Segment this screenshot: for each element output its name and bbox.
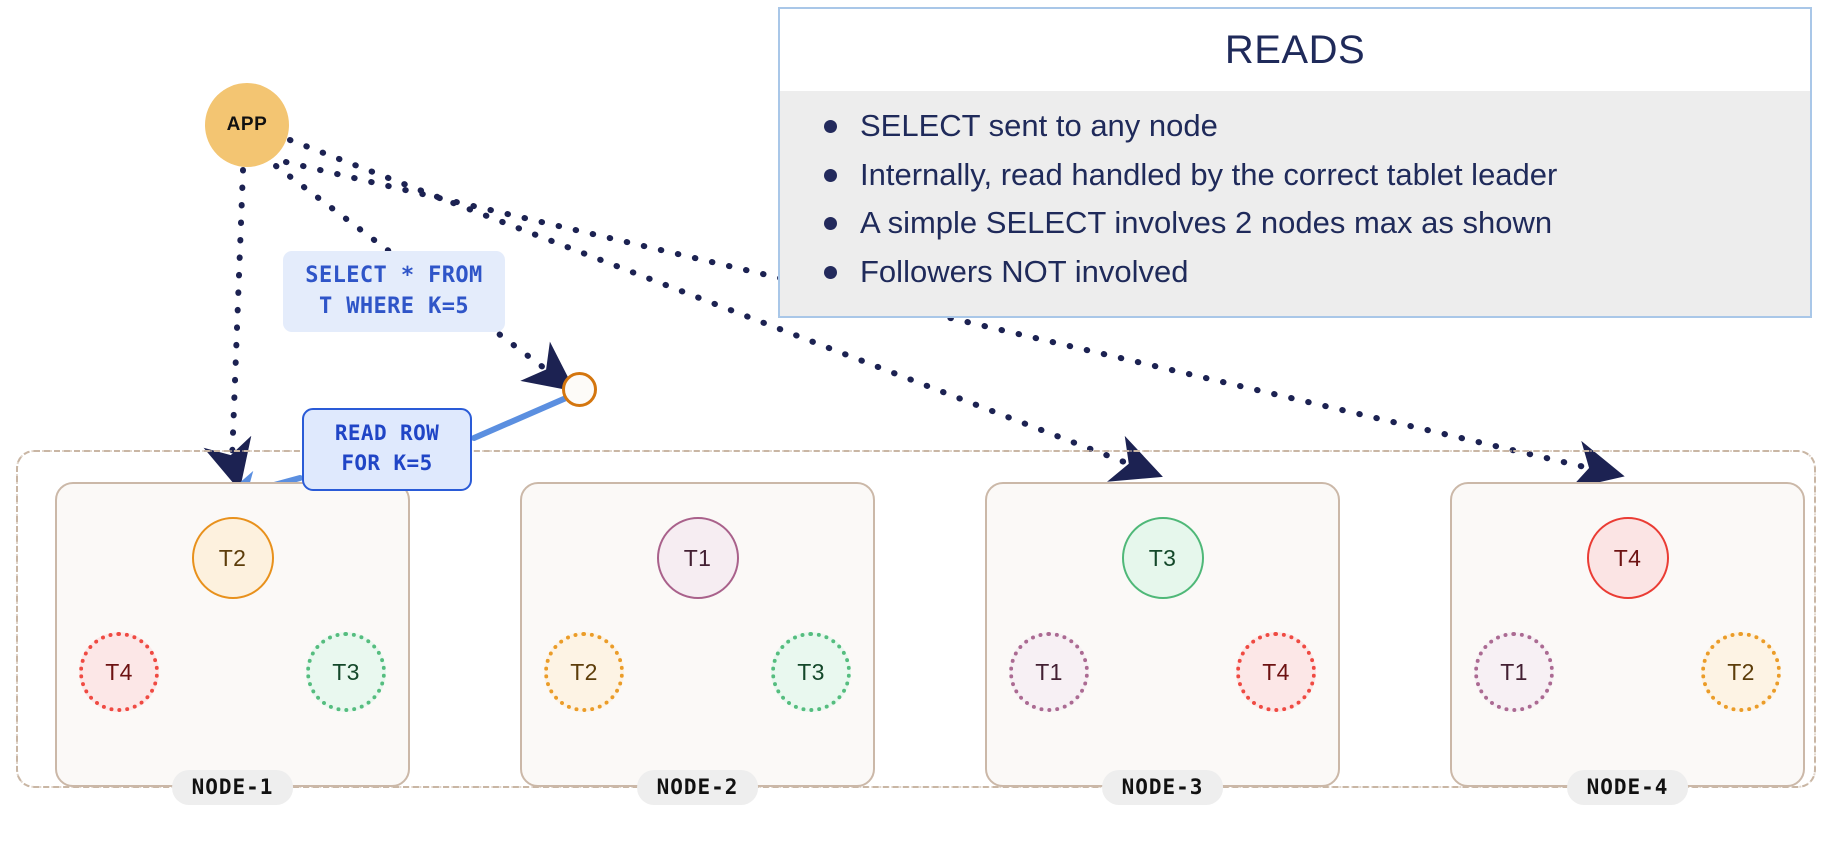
wire-app-to-node1 xyxy=(203,167,252,491)
tablet-label: T2 xyxy=(570,658,598,685)
tablet-leader-node1[interactable]: T2 xyxy=(191,517,274,599)
info-bullet-item: Followers NOT involved xyxy=(802,251,1810,293)
sql-query-line-1: SELECT * FROM xyxy=(305,263,483,288)
tablet-leader-node4[interactable]: T4 xyxy=(1586,517,1669,599)
node-box-3[interactable]: T3 T1 T4 NODE-3 xyxy=(985,482,1340,805)
read-row-line-2: FOR K=5 xyxy=(341,450,433,475)
node-name-badge-1: NODE-1 xyxy=(171,770,294,805)
info-bullet-text: Followers NOT involved xyxy=(860,253,1189,289)
tablet-label: T3 xyxy=(1148,544,1177,571)
tablet-leader-node2[interactable]: T1 xyxy=(656,517,739,599)
tablet-follower-node3-right[interactable]: T4 xyxy=(1236,632,1316,712)
reads-info-panel: READS SELECT sent to any node Internally… xyxy=(778,7,1812,318)
tablet-label: T1 xyxy=(1035,658,1063,685)
tablet-label: T3 xyxy=(797,658,825,685)
tablet-label: T2 xyxy=(218,544,247,571)
tablet-follower-node3-left[interactable]: T1 xyxy=(1009,632,1089,712)
bullet-dot-icon xyxy=(824,217,837,231)
read-row-label: READ ROW FOR K=5 xyxy=(302,408,472,491)
tablet-leader-node3[interactable]: T3 xyxy=(1121,517,1204,599)
tablet-label: T1 xyxy=(683,544,712,571)
app-label: APP xyxy=(226,114,268,135)
tablet-label: T3 xyxy=(332,658,360,685)
info-panel-title: READS xyxy=(1224,28,1366,72)
info-panel-body: SELECT sent to any node Internally, read… xyxy=(780,91,1810,316)
info-bullet-item: SELECT sent to any node xyxy=(802,105,1810,147)
info-bullet-text: Internally, read handled by the correct … xyxy=(860,156,1558,192)
node-box-2[interactable]: T1 T2 T3 NODE-2 xyxy=(520,482,875,805)
tablet-follower-node4-right[interactable]: T2 xyxy=(1701,632,1781,712)
tablet-follower-node2-left[interactable]: T2 xyxy=(544,632,624,712)
tablet-follower-node2-right[interactable]: T3 xyxy=(771,632,851,712)
sql-query-line-2: T WHERE K=5 xyxy=(318,294,470,320)
cluster-boundary xyxy=(16,450,1816,788)
tablet-label: T4 xyxy=(1613,544,1642,571)
node-box-4[interactable]: T4 T1 T2 NODE-4 xyxy=(1450,482,1805,805)
tablet-label: T4 xyxy=(1262,658,1290,685)
info-bullet-list: SELECT sent to any node Internally, read… xyxy=(780,105,1810,292)
node-name-badge-2: NODE-2 xyxy=(636,770,759,805)
tablet-label: T1 xyxy=(1500,658,1528,685)
app-client-node[interactable]: APP xyxy=(205,83,289,167)
tablet-follower-node1-right[interactable]: T3 xyxy=(306,632,386,712)
sql-query-label: SELECT * FROM T WHERE K=5 xyxy=(283,251,505,333)
bullet-dot-icon xyxy=(824,120,837,133)
tablet-label: T2 xyxy=(1727,658,1755,685)
query-entry-point-icon[interactable] xyxy=(562,372,597,407)
tablet-follower-node1-left[interactable]: T4 xyxy=(79,632,159,712)
info-bullet-item: Internally, read handled by the correct … xyxy=(802,154,1810,196)
bullet-dot-icon xyxy=(824,168,837,182)
tablet-follower-node4-left[interactable]: T1 xyxy=(1474,632,1554,712)
bullet-dot-icon xyxy=(824,265,837,279)
node-box-1[interactable]: T2 T4 T3 NODE-1 xyxy=(55,482,410,805)
info-bullet-text: A simple SELECT involves 2 nodes max as … xyxy=(860,205,1553,241)
info-bullet-text: SELECT sent to any node xyxy=(860,108,1218,143)
info-bullet-item: A simple SELECT involves 2 nodes max as … xyxy=(802,202,1810,244)
tablet-label: T4 xyxy=(105,658,133,685)
node-name-badge-3: NODE-3 xyxy=(1101,770,1224,805)
wire-entry-to-bubble xyxy=(471,395,569,441)
read-row-line-1: READ ROW xyxy=(334,421,440,445)
node-name-badge-4: NODE-4 xyxy=(1566,770,1689,805)
